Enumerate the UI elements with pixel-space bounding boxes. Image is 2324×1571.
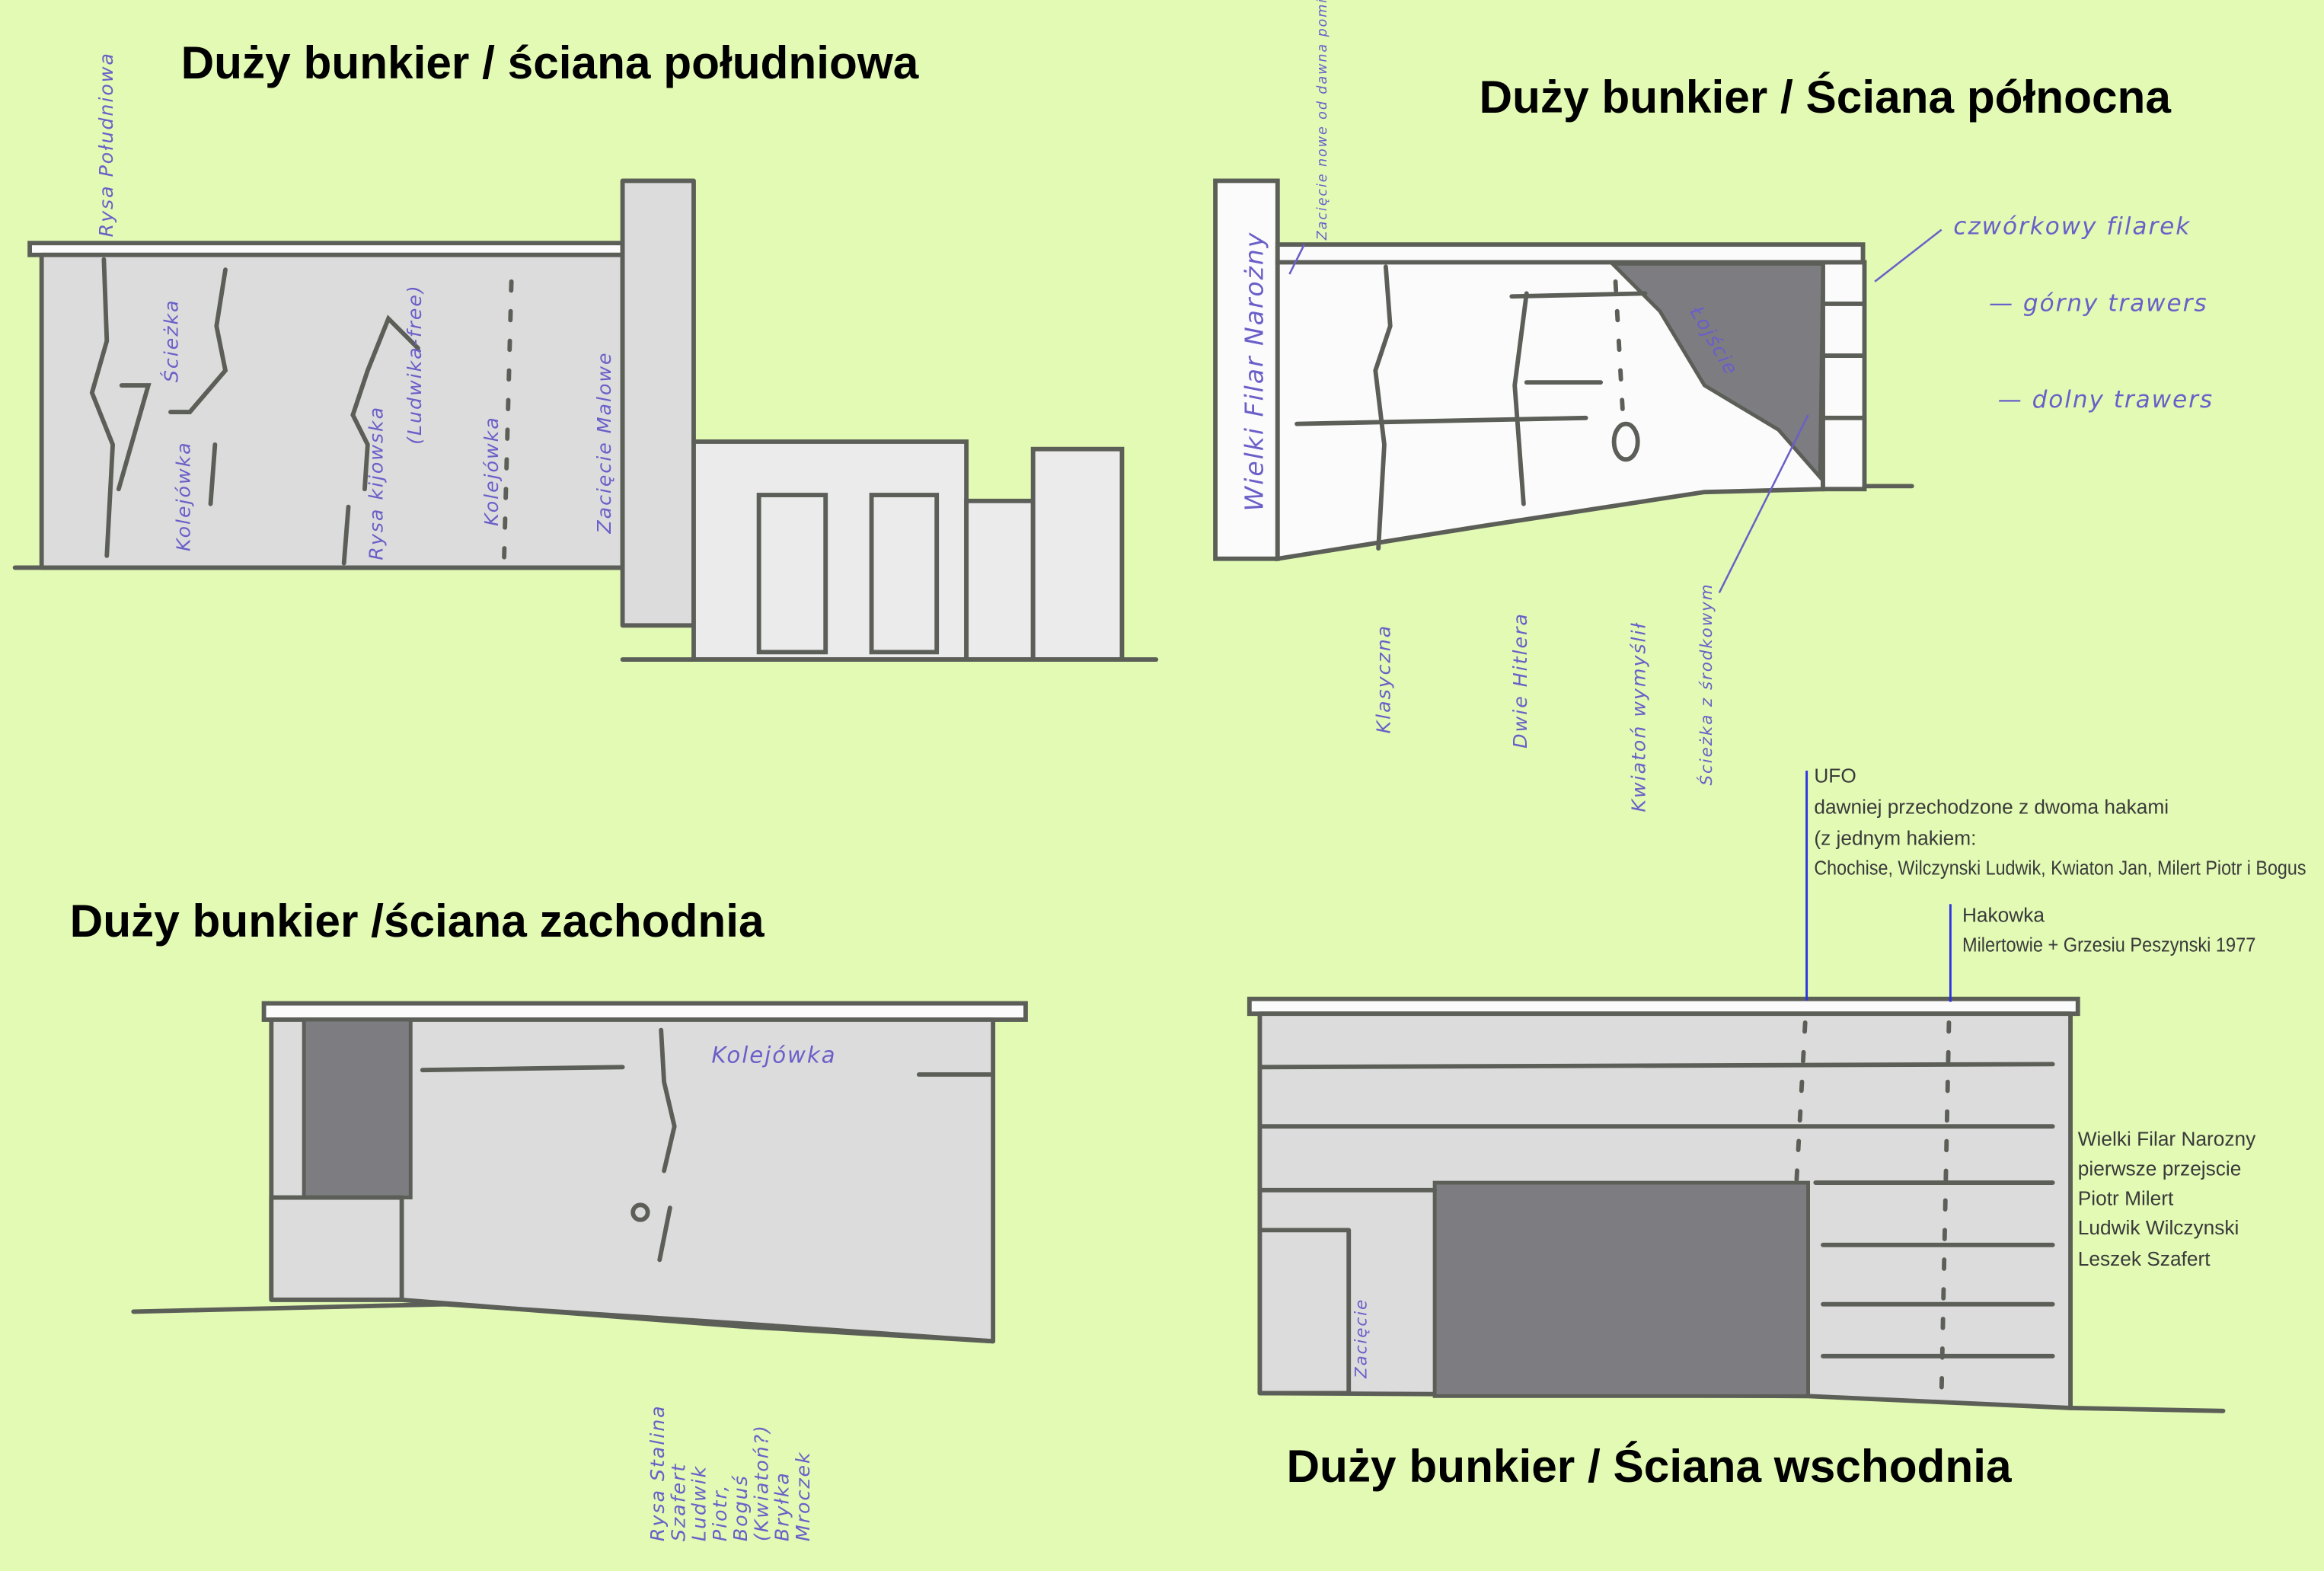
- note-line: Hakowka: [1962, 904, 2045, 927]
- south-label: (Ludwika-free): [404, 284, 426, 445]
- south-label: Ścieżka: [160, 299, 183, 383]
- north-dark-area: [1607, 261, 1825, 483]
- ufo-note: UFO dawniej przechodzone z dwoma hakami …: [1814, 765, 2306, 880]
- annex-block: [964, 498, 1036, 662]
- crack-dotted: [1939, 1020, 1952, 1396]
- crack: [168, 267, 228, 506]
- north-title: Duży bunkier / Ściana północna: [1479, 71, 2171, 123]
- west-label: Boguś: [729, 1474, 752, 1541]
- east-lower-block: [1257, 1228, 1352, 1396]
- south-label: Kolejówka: [480, 416, 503, 526]
- crack: [657, 1027, 677, 1263]
- note-line: (z jednym hakiem:: [1814, 826, 1976, 849]
- window: [756, 493, 828, 655]
- north-column: [1821, 260, 1867, 492]
- west-label: Bryłka: [771, 1471, 793, 1541]
- north-wall-sketch: Duży bunkier / Ściana północna Wielki Fi…: [1213, 0, 2214, 813]
- west-title: Duży bunkier /ściana zachodnia: [70, 895, 765, 947]
- south-label: Rysa Południowa: [95, 52, 117, 237]
- traverse-lines: [1821, 302, 1914, 489]
- crack: [420, 1065, 993, 1077]
- south-label: Rysa kijowska: [365, 406, 387, 560]
- north-label: Klasyczna: [1373, 624, 1395, 734]
- south-label: Zacięcie Malowe: [593, 351, 615, 534]
- west-label: Ludwik: [688, 1465, 710, 1541]
- north-pillar: [1213, 178, 1280, 561]
- west-label: Szafert: [667, 1463, 689, 1541]
- west-ground: [131, 1301, 996, 1344]
- east-wall-sketch: Zacięcie UFO dawniej przechodzone z dwom…: [1247, 765, 2306, 1492]
- west-lower-block: [269, 1195, 404, 1302]
- west-label: Rysa Stalina: [646, 1404, 669, 1541]
- west-roof: [261, 1001, 1028, 1022]
- crack-dotted: [1613, 279, 1626, 417]
- south-wall-sketch: Duży bunkier / ściana południowa Rysa Po…: [12, 37, 1159, 662]
- west-label: (Kwiatoń?): [750, 1424, 772, 1541]
- crack: [1294, 291, 1648, 426]
- annex-block: [1030, 446, 1125, 662]
- note-line: Piotr Milert: [2078, 1186, 2174, 1209]
- hole: [1611, 421, 1640, 462]
- east-ledges: [1257, 1062, 2226, 1413]
- note-line: Milertowie + Grzesiu Peszynski 1977: [1962, 933, 2255, 956]
- note-line: Chochise, Wilczynski Ludwik, Kwiaton Jan…: [1814, 856, 2306, 879]
- note-line: Ludwik Wilczynski: [2078, 1216, 2239, 1239]
- south-wall: [39, 252, 625, 570]
- hakowka-note: Hakowka Milertowie + Grzesiu Peszynski 1…: [1962, 904, 2255, 956]
- crack: [89, 257, 152, 558]
- window: [869, 493, 940, 655]
- west-wall-sketch: Duży bunkier /ściana zachodnia Kolejówka…: [70, 895, 1028, 1541]
- hole: [630, 1202, 650, 1222]
- note-line: pierwsze przejscie: [2078, 1157, 2242, 1180]
- west-label: Kolejówka: [711, 1042, 836, 1068]
- note-line: Leszek Szafert: [2078, 1247, 2211, 1270]
- west-bottom-notes: Rysa Stalina Szafert Ludwik Piotr, Boguś…: [646, 1404, 814, 1541]
- north-label: Zacięcie nowe od dawna pominięte: [1315, 0, 1330, 241]
- south-label: Kolejówka: [172, 441, 194, 551]
- north-roof: [1275, 242, 1866, 265]
- pillar-label: Wielki Filar Narożny: [1239, 231, 1269, 512]
- note-line: UFO: [1814, 765, 1856, 787]
- north-label: Kwiatoń wymyślił: [1627, 621, 1649, 812]
- legend-item: czwórkowy filarek: [1953, 213, 2191, 241]
- note-line: dawniej przechodzone z dwoma hakami: [1814, 795, 2169, 818]
- east-label: Zacięcie: [1352, 1298, 1371, 1379]
- south-title: Duży bunkier / ściana południowa: [181, 37, 919, 88]
- east-dark-area: [1432, 1180, 1810, 1398]
- north-label: Dwie Hitlera: [1509, 612, 1531, 749]
- south-pillar: [620, 178, 696, 628]
- crack: [1373, 264, 1529, 551]
- leader-lines: [1288, 228, 1943, 594]
- east-title: Duży bunkier / Ściana wschodnia: [1286, 1440, 2012, 1492]
- west-label: Mroczek: [792, 1451, 814, 1541]
- west-label: Piotr,: [709, 1484, 731, 1541]
- crack: [341, 315, 420, 566]
- north-label: Ścieżka z środkowym: [1697, 583, 1716, 785]
- legend-item: — dolny trawers: [1998, 386, 2214, 414]
- filar-note: Wielki Filar Narozny pierwsze przejscie …: [2078, 1127, 2256, 1270]
- note-line: Wielki Filar Narozny: [2078, 1127, 2256, 1150]
- west-dark-area: [302, 1017, 413, 1199]
- legend-item: — górny trawers: [1989, 290, 2208, 318]
